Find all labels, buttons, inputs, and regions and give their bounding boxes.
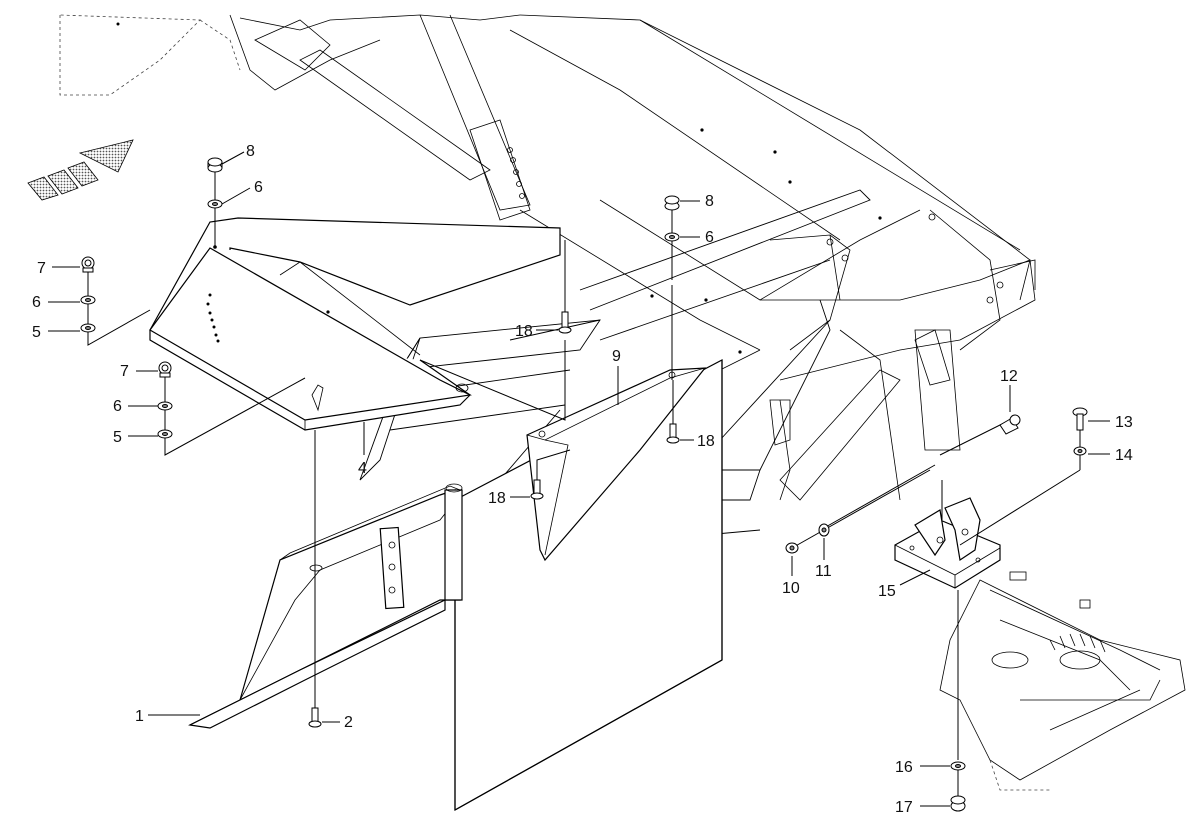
side-guard: [188, 483, 463, 729]
washer-icon: [664, 232, 680, 242]
bolt-icon: [308, 707, 322, 728]
eye-nut-icon: [81, 256, 95, 273]
callout-8a: 8: [246, 143, 255, 160]
nut-icon: [664, 195, 680, 211]
callout-5a: 5: [32, 324, 41, 341]
direction-arrow-icon: [27, 139, 134, 201]
callout-15: 15: [878, 583, 896, 600]
bolt-icon: [530, 479, 544, 500]
nut-icon: [785, 542, 799, 554]
callout-5b: 5: [113, 429, 122, 446]
bolt-icon: [666, 423, 680, 444]
callout-2: 2: [344, 714, 353, 731]
callout-6c: 6: [113, 398, 122, 415]
ghost-panel-outlines: [359, 189, 871, 581]
washer-icon: [80, 295, 96, 305]
washer-icon: [207, 199, 223, 209]
callout-18c: 18: [488, 490, 506, 507]
callout-12: 12: [1000, 368, 1018, 385]
callout-leaders: [48, 151, 1110, 807]
callout-13: 13: [1115, 414, 1133, 431]
washer-icon: [818, 523, 830, 537]
washer-icon: [157, 429, 173, 439]
callout-7a: 7: [37, 260, 46, 277]
callout-14: 14: [1115, 447, 1133, 464]
eye-nut-icon: [158, 361, 172, 378]
callout-6d: 6: [705, 229, 714, 246]
callout-1: 1: [135, 708, 144, 725]
washer-icon: [950, 761, 966, 771]
callout-18b: 18: [697, 433, 715, 450]
bracket-flap: [526, 367, 707, 562]
washer-icon: [157, 401, 173, 411]
callout-17: 17: [895, 799, 913, 816]
nut-icon: [950, 795, 966, 812]
callout-6a: 6: [254, 179, 263, 196]
callout-10: 10: [782, 580, 800, 597]
callout-16: 16: [895, 759, 913, 776]
bolt-icon: [999, 414, 1021, 435]
hardware: [80, 157, 1088, 812]
callout-8b: 8: [705, 193, 714, 210]
mounting-bracket: [894, 497, 1001, 589]
top-cover-plate: [149, 217, 561, 431]
callout-6b: 6: [32, 294, 41, 311]
callout-11: 11: [815, 563, 832, 580]
callout-18a: 18: [515, 323, 533, 340]
machine-frame: [59, 14, 1186, 791]
callout-9: 9: [612, 348, 621, 365]
washer-icon: [80, 323, 96, 333]
assembly-axis-lines: [87, 170, 1081, 800]
nut-icon: [207, 157, 223, 173]
callout-labels: 1 2 4 5 5 6 6 6 6 7 7 8 8 9 10 11 12 13 …: [32, 143, 1133, 816]
bolt-icon: [558, 311, 572, 334]
callout-7b: 7: [120, 363, 129, 380]
washer-icon: [1073, 446, 1087, 456]
callout-4: 4: [358, 460, 367, 477]
bolt-icon: [1072, 407, 1088, 431]
